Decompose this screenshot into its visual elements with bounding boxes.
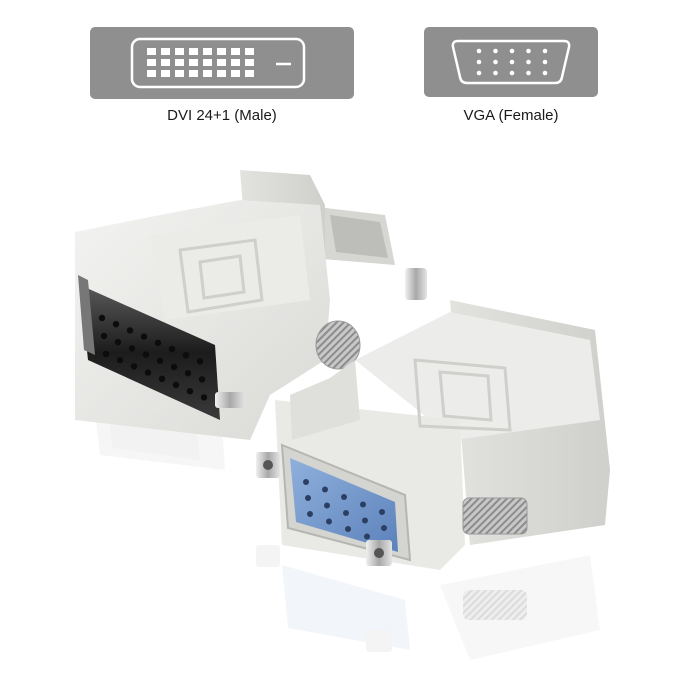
dvi-pin <box>175 70 184 77</box>
dvi-plug-hole <box>168 345 176 353</box>
dvi-pin <box>189 59 198 66</box>
front-adapter-reflection <box>256 545 600 660</box>
vga-pin <box>476 48 482 54</box>
dvi-pin <box>203 70 212 77</box>
dvi-pin <box>147 59 156 66</box>
dvi-pin <box>217 70 226 77</box>
vga-socket-hole <box>324 502 330 509</box>
dvi-pin <box>161 59 170 66</box>
dvi-plug-hole <box>100 332 108 340</box>
dvi-plug-hole <box>144 369 152 376</box>
dvi-pin <box>203 59 212 66</box>
dvi-pin <box>231 48 240 55</box>
vga-pin <box>493 48 498 54</box>
dvi-plug-hole <box>114 339 122 346</box>
vga-pinout-card <box>424 27 598 97</box>
dvi-pin <box>217 48 226 55</box>
dvi-pin <box>175 59 184 66</box>
vga-socket-hole <box>307 511 313 517</box>
vga-pin <box>476 70 482 76</box>
dvi-plug-hole <box>130 363 138 370</box>
vga-socket-hole <box>303 479 309 485</box>
vga-connector-icon <box>451 39 571 85</box>
dvi-pin <box>147 70 156 77</box>
dvi-pin <box>161 70 170 77</box>
back-adapter <box>75 170 427 440</box>
dvi-plug-hole <box>112 321 120 328</box>
dvi-pinout-label: DVI 24+1 (Male) <box>167 107 277 124</box>
vga-socket-hole <box>360 501 366 508</box>
dvi-plug-hole <box>156 357 164 364</box>
vga-socket-hole <box>326 518 332 525</box>
dvi-connector-icon <box>130 37 306 89</box>
dvi-pin <box>245 70 254 77</box>
dvi-plug-hole <box>98 314 106 322</box>
dvi-plug-hole <box>170 363 178 371</box>
vga-pin <box>509 48 515 54</box>
dvi-plug-hole <box>116 357 124 364</box>
dvi-plug-hole <box>186 388 194 395</box>
dvi-plug-hole <box>128 345 136 352</box>
vga-socket-hole <box>364 533 370 540</box>
dvi-plug-hole <box>200 394 208 401</box>
vga-pin <box>493 59 498 65</box>
dvi-pin <box>231 59 240 66</box>
vga-pin <box>476 59 482 65</box>
dvi-pin <box>245 59 254 66</box>
dvi-plug-hole <box>196 358 204 365</box>
dvi-plug-hole <box>182 352 190 359</box>
dvi-pin <box>203 48 212 55</box>
vga-socket-hole <box>343 510 349 516</box>
vga-pin <box>542 59 548 65</box>
dvi-plug-hole <box>184 370 192 377</box>
dvi-plug-hole <box>158 375 166 382</box>
dvi-pin <box>245 48 254 55</box>
vga-pin <box>542 70 548 76</box>
dvi-plug-hole <box>142 351 150 358</box>
dvi-plug-hole <box>198 376 206 383</box>
dvi-pin <box>217 59 226 66</box>
dvi-plug-hole <box>102 350 110 358</box>
vga-socket-hole <box>379 509 385 515</box>
vga-pin <box>509 70 515 76</box>
vga-socket-hole <box>322 486 328 493</box>
dvi-plug-hole <box>140 333 148 340</box>
dvi-pin <box>231 70 240 77</box>
vga-socket-hole <box>345 526 351 532</box>
vga-pinout-label: VGA (Female) <box>463 107 559 124</box>
dvi-pin <box>161 48 170 55</box>
vga-pin <box>493 70 498 76</box>
vga-pin <box>526 48 531 54</box>
vga-pin <box>542 48 548 54</box>
vga-pin <box>509 59 515 65</box>
dvi-pinout-card <box>90 27 354 99</box>
dvi-pin <box>175 48 184 55</box>
front-adapter <box>256 300 610 570</box>
dvi-pin <box>189 70 198 77</box>
vga-pin <box>526 59 531 65</box>
vga-socket-hole <box>381 525 387 531</box>
vga-socket-hole <box>341 494 347 500</box>
vga-pin <box>526 70 531 76</box>
vga-socket-hole <box>362 517 368 524</box>
dvi-plug-hole <box>126 327 134 334</box>
dvi-pin <box>189 48 198 55</box>
dvi-plug-hole <box>172 381 180 389</box>
vga-socket-hole <box>305 495 311 501</box>
dvi-pin <box>147 48 156 55</box>
dvi-plug-hole <box>154 339 162 346</box>
